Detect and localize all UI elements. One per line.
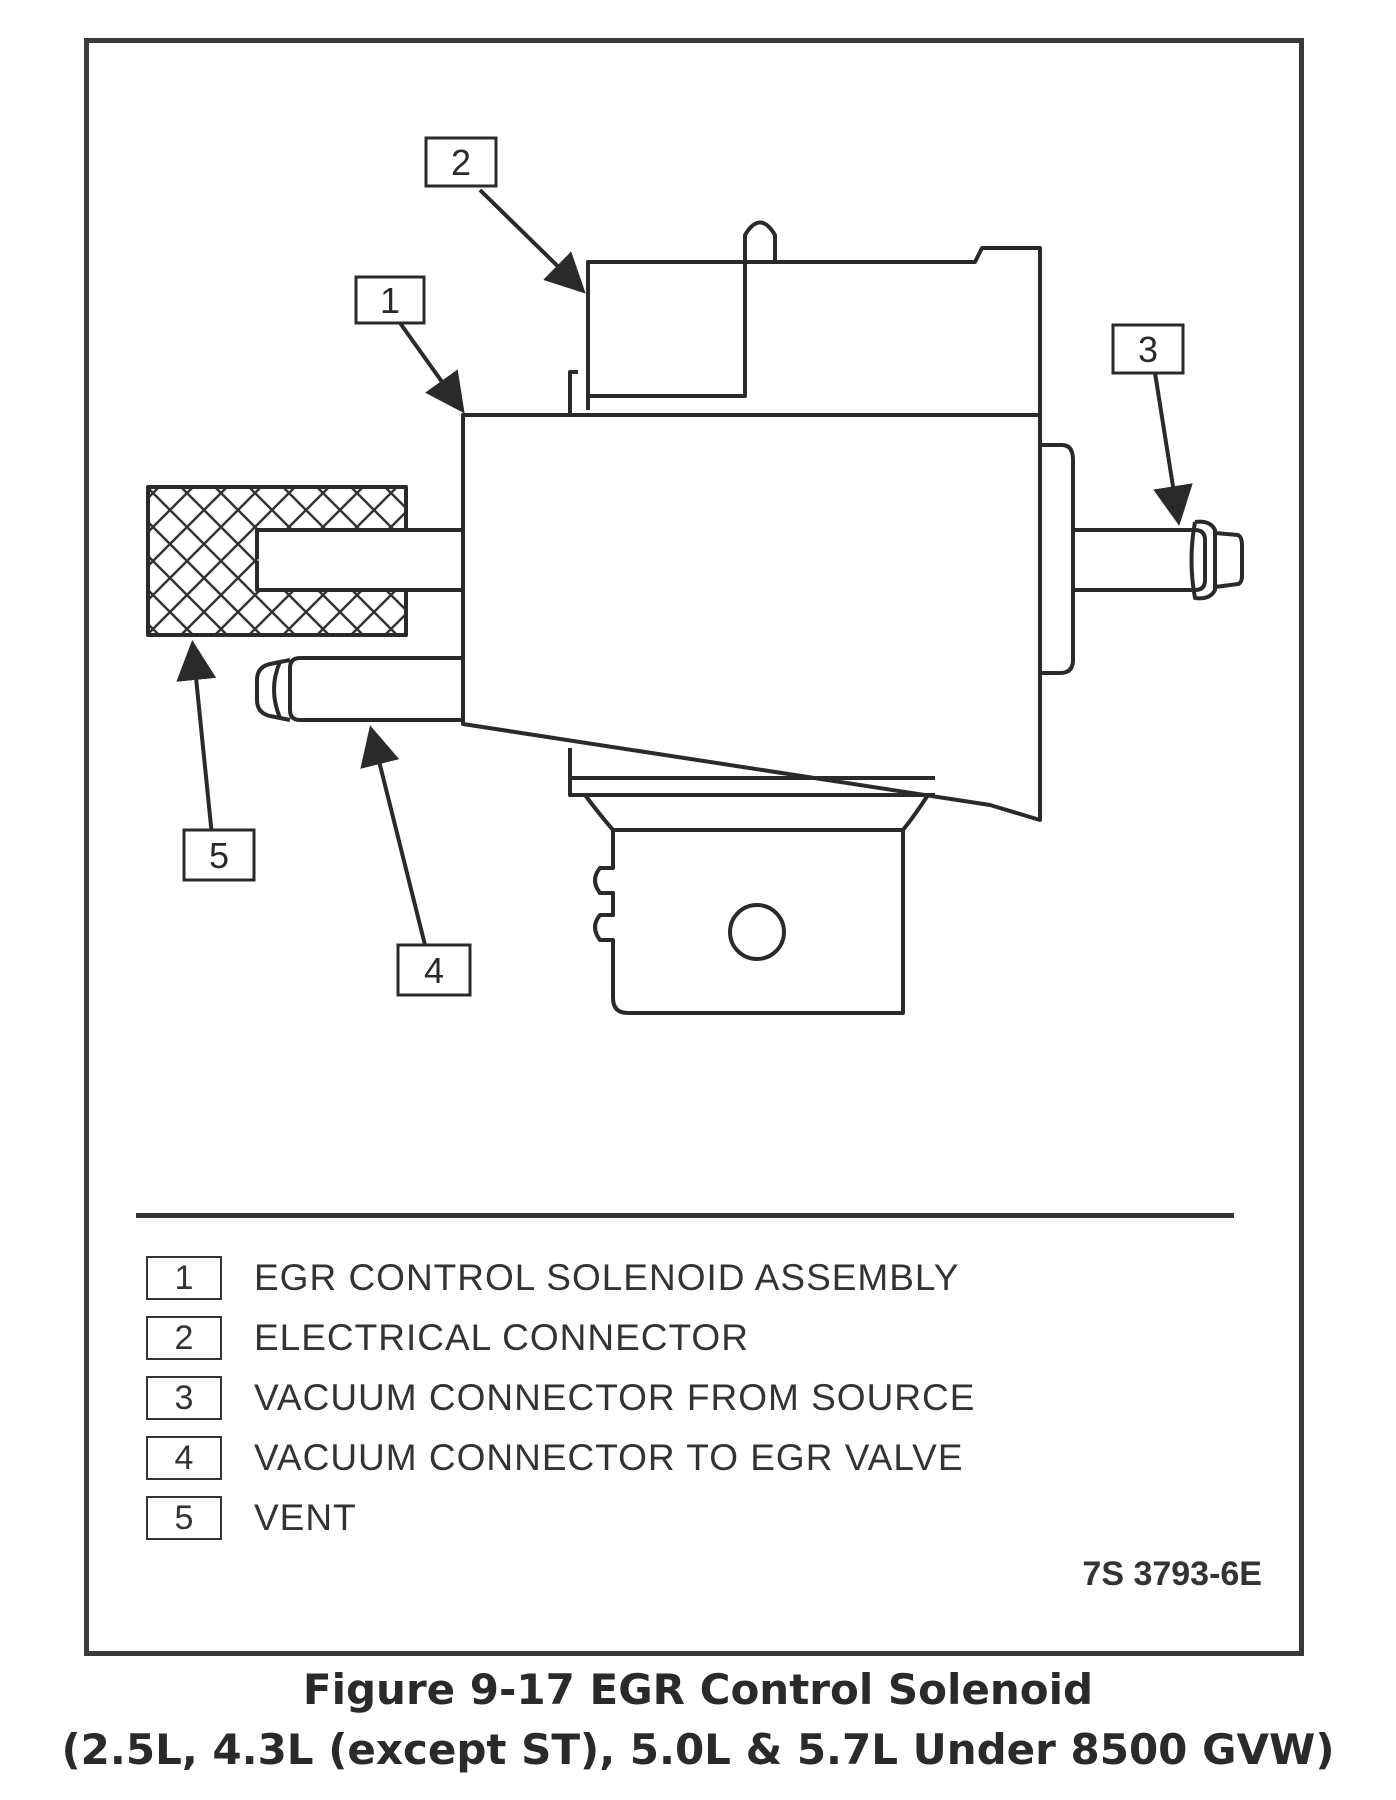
legend-text: VACUUM CONNECTOR FROM SOURCE	[254, 1377, 976, 1418]
legend-number: 3	[146, 1376, 222, 1420]
figure-frame	[84, 38, 1304, 1656]
callout-1-label: 1	[380, 280, 400, 321]
figure-caption: Figure 9-17 EGR Control Solenoid (2.5L, …	[0, 1660, 1396, 1780]
callout-4-label: 4	[424, 950, 444, 991]
vacuum-connector-from-source	[1073, 519, 1244, 601]
vacuum-connector-to-egr	[255, 656, 463, 722]
mounting-bracket	[568, 748, 935, 1015]
leader-2	[478, 188, 586, 294]
legend-number: 5	[146, 1496, 222, 1540]
electrical-connector-part	[568, 220, 1042, 415]
legend-text: EGR CONTROL SOLENOID ASSEMBLY	[254, 1257, 960, 1298]
callout-4: 4	[396, 943, 472, 997]
legend-item-2: 2 ELECTRICAL CONNECTOR	[146, 1315, 749, 1361]
leader-5	[176, 640, 217, 837]
legend-item-1: 1 EGR CONTROL SOLENOID ASSEMBLY	[146, 1255, 959, 1301]
caption-line-2: (2.5L, 4.3L (except ST), 5.0L & 5.7L Und…	[61, 1725, 1335, 1774]
vent-filter	[146, 485, 465, 637]
callout-5: 5	[182, 828, 256, 882]
callout-3: 3	[1111, 323, 1185, 375]
caption-line-1: Figure 9-17 EGR Control Solenoid	[302, 1665, 1094, 1714]
legend-item-3: 3 VACUUM CONNECTOR FROM SOURCE	[146, 1375, 975, 1421]
legend-text: ELECTRICAL CONNECTOR	[254, 1317, 749, 1358]
leader-4	[360, 725, 427, 946]
callout-2-label: 2	[451, 142, 471, 183]
solenoid-body	[461, 413, 1075, 822]
legend-number: 4	[146, 1436, 222, 1480]
legend-item-5: 5 VENT	[146, 1495, 357, 1541]
leader-1	[398, 321, 465, 414]
callout-3-label: 3	[1138, 329, 1158, 370]
callout-1: 1	[354, 275, 426, 325]
legend-text: VENT	[254, 1497, 357, 1538]
legend-text: VACUUM CONNECTOR TO EGR VALVE	[254, 1437, 964, 1478]
callout-2: 2	[424, 136, 498, 188]
figure-code: 7S 3793-6E	[1082, 1555, 1262, 1593]
legend-number: 1	[146, 1256, 222, 1300]
legend-item-4: 4 VACUUM CONNECTOR TO EGR VALVE	[146, 1435, 964, 1481]
leader-3	[1153, 372, 1193, 526]
callout-5-label: 5	[209, 835, 229, 876]
legend-number: 2	[146, 1316, 222, 1360]
legend-divider	[136, 1213, 1234, 1218]
